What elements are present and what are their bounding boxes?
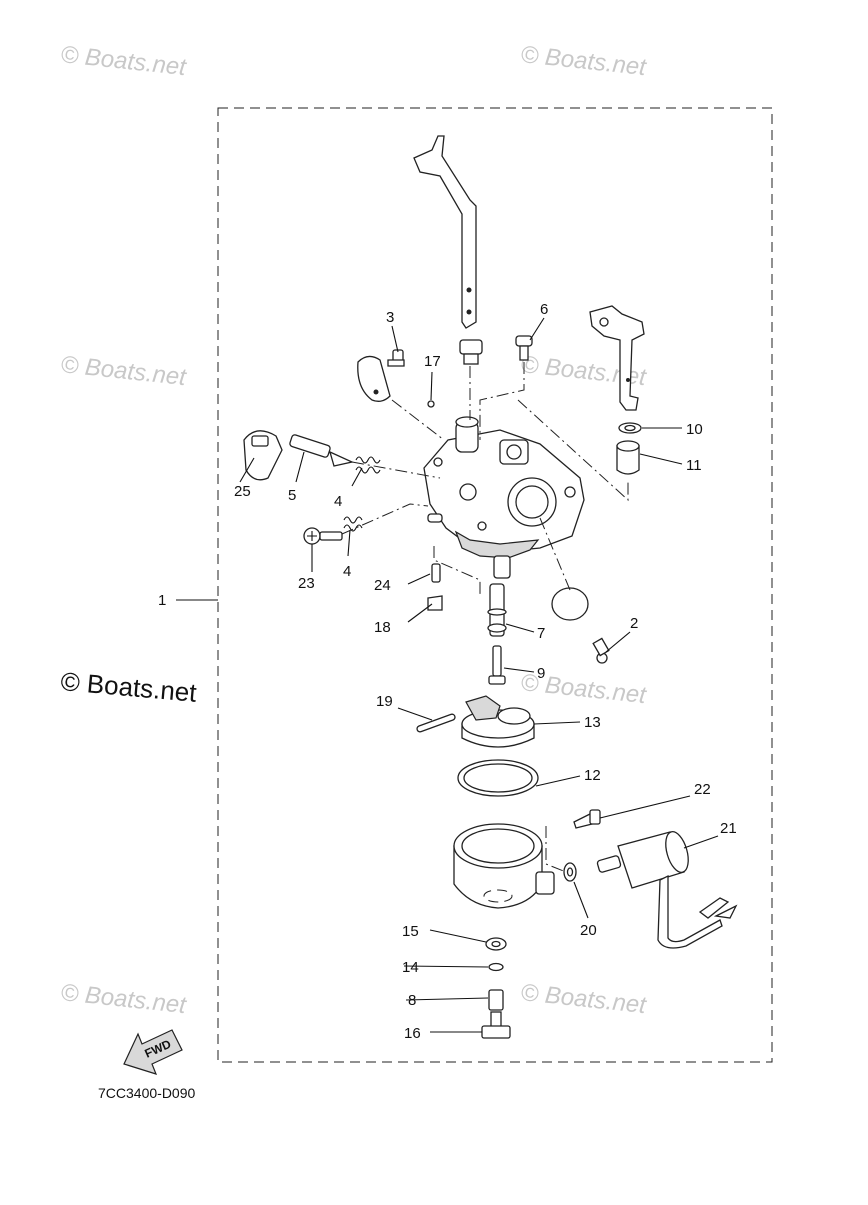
part-2-plate: [551, 587, 610, 664]
callout-10: 10: [686, 421, 703, 438]
part-4-spring-upper: [355, 456, 381, 474]
callout-leaders: [176, 317, 719, 1033]
part-5-screw: [289, 434, 355, 467]
callout-25: 25: [234, 483, 251, 500]
part-7-emulsion-tube: [487, 583, 507, 637]
callout-20: 20: [580, 922, 597, 939]
part-6-pilot-screw: [515, 335, 533, 361]
part-4-spring-lower: [343, 516, 363, 532]
part-15-gasket: [485, 937, 507, 951]
part-12-gasket: [457, 759, 539, 797]
callout-14: 14: [402, 959, 419, 976]
part-13-float: [461, 695, 535, 748]
float-bowl: [453, 823, 555, 909]
carburetor-body: [423, 416, 585, 579]
part-19-pin: [416, 713, 456, 733]
callout-9: 9: [537, 665, 545, 682]
part-20-washer: [563, 862, 577, 882]
part-24-jet: [431, 563, 441, 583]
choke-plate: [357, 355, 391, 402]
callout-12: 12: [584, 767, 601, 784]
part-10-washer: [618, 422, 642, 434]
callout-13: 13: [584, 714, 601, 731]
diagram-code: 7CC3400-D090: [98, 1085, 195, 1101]
part-21-solenoid: [596, 830, 738, 949]
callout-11: 11: [686, 457, 702, 474]
part-22-screw: [573, 809, 601, 829]
callout-3: 3: [386, 309, 394, 326]
callout-16: 16: [404, 1025, 421, 1042]
callout-6: 6: [540, 301, 548, 318]
callout-15: 15: [402, 923, 419, 940]
callout-19: 19: [376, 693, 393, 710]
callout-22: 22: [694, 781, 711, 798]
part-16-drain-bolt: [481, 1011, 511, 1039]
part-14-o-ring: [488, 962, 504, 972]
watermark-dark: © Boats.net: [59, 666, 198, 708]
callout-24: 24: [374, 577, 391, 594]
callout-1: 1: [158, 592, 166, 609]
part-17-ball: [427, 400, 435, 408]
callout-21: 21: [720, 820, 737, 837]
throttle-shaft: [589, 305, 645, 411]
watermark: © Boats.net: [519, 41, 648, 81]
part-18-clip: [427, 595, 443, 611]
callout-7: 7: [537, 625, 545, 642]
plug: [459, 339, 483, 365]
watermark: © Boats.net: [59, 351, 188, 391]
part-11-collar: [616, 440, 640, 475]
callout-8: 8: [408, 992, 416, 1009]
part-25-cap: [243, 430, 283, 481]
assembly-boundary: [217, 107, 773, 1063]
watermark: © Boats.net: [519, 979, 648, 1019]
callout-2: 2: [630, 615, 638, 632]
part-8-main-jet: [488, 989, 504, 1011]
callout-18: 18: [374, 619, 391, 636]
part-3-screw: [387, 349, 405, 367]
callout-4-upper: 4: [334, 493, 342, 510]
callout-numbers: 1 2 3 4 4 5 6 7 8 9 10 11 12 13 14 15 16…: [158, 301, 737, 1042]
watermark: © Boats.net: [59, 979, 188, 1019]
fwd-arrow: FWD: [123, 1029, 183, 1075]
callout-5: 5: [288, 487, 296, 504]
watermark: © Boats.net: [59, 41, 188, 81]
choke-link-rod: [413, 135, 477, 329]
callout-17: 17: [424, 353, 441, 370]
part-23-screw: [303, 527, 343, 545]
callout-4-lower: 4: [343, 563, 351, 580]
callout-23: 23: [298, 575, 315, 592]
alignment-lines: [341, 362, 629, 873]
part-9-needle: [488, 645, 506, 685]
